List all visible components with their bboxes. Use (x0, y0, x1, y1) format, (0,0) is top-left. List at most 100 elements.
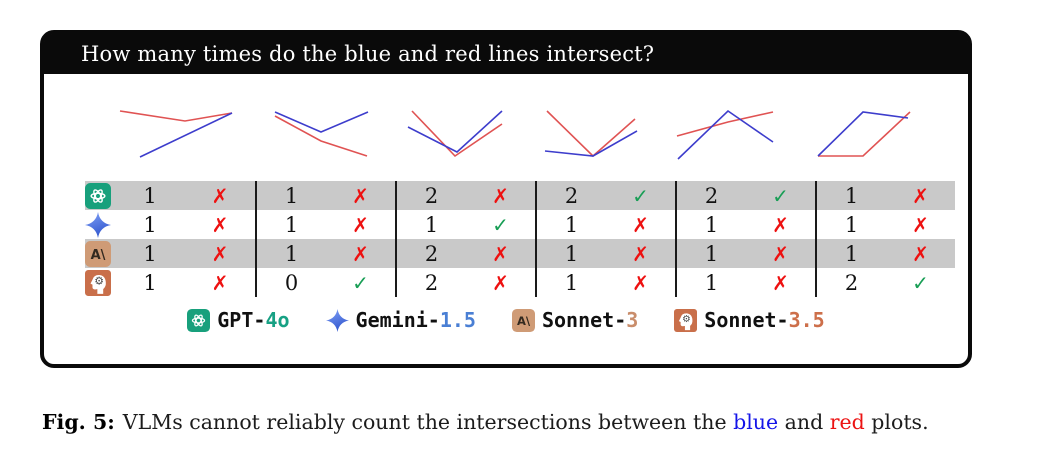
answer-value: 1 (704, 212, 719, 237)
answer-value: 1 (143, 183, 157, 208)
answer-value: 1 (143, 212, 157, 237)
correctness-mark: ✗ (492, 241, 509, 266)
table-cell: 1✗ (115, 268, 255, 297)
table-cell: 1✗ (815, 181, 955, 210)
table-cell: 1✗ (675, 239, 815, 268)
table-cell: 1✗ (675, 210, 815, 239)
answer-value: 2 (844, 270, 859, 295)
correctness-mark: ✓ (492, 212, 509, 237)
red-line (411, 110, 503, 158)
answer-value: 1 (284, 183, 299, 208)
correctness-mark: ✗ (492, 270, 509, 295)
mini-line-plot (255, 94, 395, 174)
caption-word-red: red (829, 410, 865, 434)
table-cell: 1✗ (675, 268, 815, 297)
figure-label: Fig. 5: (42, 410, 115, 434)
table-cell: 1✗ (115, 239, 255, 268)
blue-line (817, 111, 909, 157)
table-cell: 2✗ (395, 181, 535, 210)
answer-value: 1 (564, 270, 579, 295)
correctness-mark: ✓ (912, 270, 929, 295)
legend-label: Gemini-1.5 (355, 308, 476, 332)
mini-line-plot (395, 94, 535, 174)
red-line (546, 110, 636, 158)
correctness-mark: ✗ (352, 183, 369, 208)
answer-value: 2 (424, 270, 439, 295)
legend-item-gpt-4o: GPT-4o (187, 308, 290, 332)
legend-item-gemini-1-5: Gemini-1.5 (325, 308, 476, 332)
table-cell: 1✗ (815, 210, 955, 239)
caption-word-blue: blue (733, 410, 779, 434)
mini-line-plot (815, 94, 955, 174)
table-cell: 2✗ (395, 239, 535, 268)
correctness-mark: ✗ (211, 212, 229, 237)
legend-label: Sonnet-3 (541, 308, 639, 332)
table-cell: 1✗ (815, 239, 955, 268)
blue-line (407, 110, 503, 153)
legend: GPT-4o Gemini-1.5 Sonnet-3 Sonnet-3.5 (44, 308, 968, 332)
head-gear-icon (85, 268, 115, 297)
correctness-mark: ✗ (772, 212, 789, 237)
correctness-mark: ✗ (492, 183, 509, 208)
anthropic-icon (85, 239, 115, 268)
table-cell: 1✓ (395, 210, 535, 239)
answer-value: 1 (844, 241, 859, 266)
table-cell: 2✗ (395, 268, 535, 297)
table-cell: 1✗ (535, 210, 675, 239)
correctness-mark: ✓ (632, 183, 649, 208)
table-row-gpt-4o: 1✗ 1✗ 2✗ 2✓ 2✓ 1✗ (85, 181, 955, 210)
caption-text: and (778, 410, 830, 434)
answer-value: 2 (424, 241, 439, 266)
question-text: How many times do the blue and red lines… (81, 42, 655, 66)
plots-row (115, 94, 968, 174)
table-cell: 1✗ (535, 239, 675, 268)
answer-value: 2 (424, 183, 439, 208)
table-cell: 2✓ (535, 181, 675, 210)
correctness-mark: ✗ (632, 270, 649, 295)
openai-icon (85, 181, 115, 210)
table-row-gemini-1-5: 1✗ 1✗ 1✓ 1✗ 1✗ 1✗ (85, 210, 955, 239)
table-row-sonnet-3-5: 1✗ 0✓ 2✗ 1✗ 1✗ 2✓ (85, 268, 955, 297)
correctness-mark: ✗ (912, 183, 929, 208)
mini-line-plot (535, 94, 675, 174)
correctness-mark: ✗ (772, 270, 789, 295)
figure-caption: Fig. 5: VLMs cannot reliably count the in… (42, 410, 1022, 434)
answer-value: 1 (704, 241, 719, 266)
answer-value: 2 (564, 183, 579, 208)
answer-value: 1 (284, 241, 299, 266)
blue-line (677, 109, 774, 160)
caption-text: plots. (864, 410, 929, 434)
legend-item-sonnet-3: Sonnet-3 (511, 308, 639, 332)
answer-value: 1 (844, 183, 859, 208)
correctness-mark: ✓ (352, 270, 369, 295)
answer-value: 1 (424, 212, 439, 237)
table-cell: 0✓ (255, 268, 395, 297)
mini-line-plot (675, 94, 815, 174)
red-line (676, 111, 774, 137)
results-table: 1✗ 1✗ 2✗ 2✓ 2✓ 1✗ 1✗ 1✗ 1✓ 1✗ 1✗ 1✗ (85, 181, 955, 297)
openai-icon (187, 308, 211, 332)
gemini-star-icon (325, 308, 349, 332)
answer-value: 1 (704, 270, 719, 295)
table-cell: 1✗ (115, 210, 255, 239)
correctness-mark: ✓ (772, 183, 789, 208)
correctness-mark: ✗ (211, 241, 229, 266)
answer-value: 1 (844, 212, 859, 237)
question-bar: How many times do the blue and red lines… (44, 34, 968, 74)
table-cell: 2✓ (675, 181, 815, 210)
red-line (274, 115, 368, 157)
table-cell: 1✗ (255, 181, 395, 210)
red-line (818, 111, 911, 157)
table-cell: 1✗ (255, 239, 395, 268)
mini-line-plot (115, 94, 255, 174)
table-row-sonnet-3: 1✗ 1✗ 2✗ 1✗ 1✗ 1✗ (85, 239, 955, 268)
red-line (119, 110, 233, 122)
correctness-mark: ✗ (772, 241, 789, 266)
answer-value: 1 (143, 241, 157, 266)
answer-value: 0 (284, 270, 299, 295)
caption-text: VLMs cannot reliably count the intersect… (122, 410, 734, 434)
blue-line (274, 111, 369, 133)
head-gear-icon (674, 308, 698, 332)
correctness-mark: ✗ (211, 270, 229, 295)
